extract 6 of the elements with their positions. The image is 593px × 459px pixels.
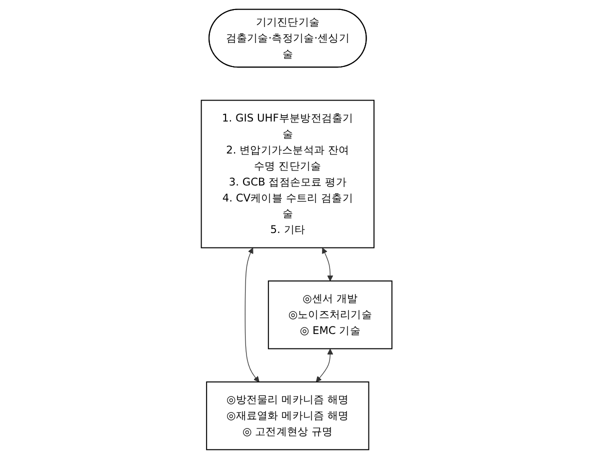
- arrow: [244, 248, 260, 382]
- node-box: ◎방전물리 메카니즘 해명 ◎재료열화 메카니즘 해명 ◎ 고전계현상 규명: [206, 381, 370, 450]
- node-box: ◎센서 개발 ◎노이즈처리기술 ◎ EMC 기술: [268, 280, 392, 350]
- node-box: 1. GIS UHF부분방전검출기술 2. 변압기가스분석과 잔여수명 진단기술 3. GCB 접점손모료 평가 4. CV케이블 수트리 검출기술 5. 기타: [200, 100, 374, 248]
- arrow: [316, 348, 333, 382]
- arrow: [322, 248, 333, 282]
